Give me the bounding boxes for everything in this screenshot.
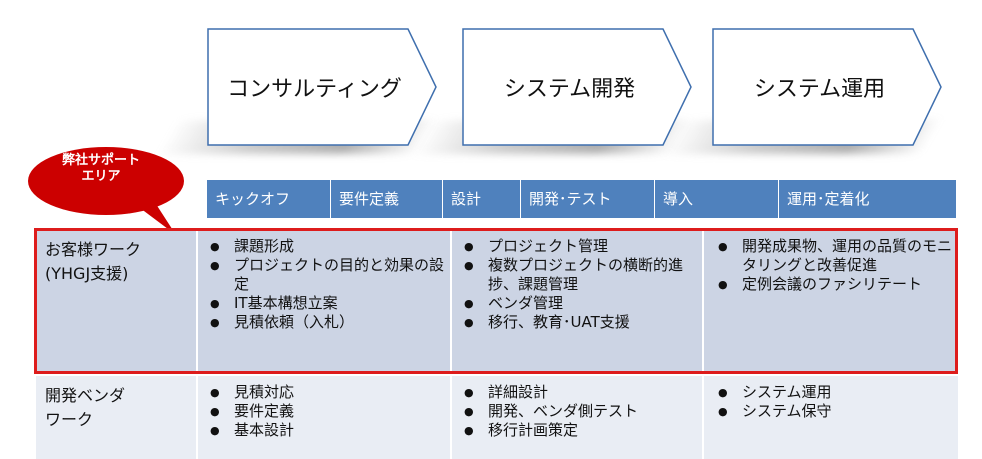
list-item: 基本設計 [208, 421, 450, 440]
customer-work-row: お客様ワーク (YHGJ支援) 課題形成 プロジェクトの目的と効果の設定 IT基… [36, 230, 958, 374]
timeline-design: 設計 [443, 180, 521, 218]
list-item: 定例会議のファシリテート [716, 275, 958, 294]
row-label-line-2: ワーク [45, 410, 94, 429]
phase-arrow-operation: システム運用 [662, 28, 952, 154]
list-item: 開発、ベンダ側テスト [462, 402, 702, 421]
list-item: 移行、教育･UAT支援 [462, 313, 702, 332]
phase-label: システム開発 [503, 77, 636, 102]
chevron-arrow-icon [207, 28, 437, 146]
callout-line-2: エリア [81, 169, 121, 184]
timeline-bar: キックオフ 要件定義 設計 開発･テスト 導入 運用･定着化 [207, 180, 956, 218]
list-item: 要件定義 [208, 402, 450, 421]
row-label-line-2: (YHGJ支援) [45, 264, 129, 283]
operation-tasks: 開発成果物、運用の品質のモニタリングと改善促進 定例会議のファシリテート [704, 230, 958, 374]
list-item: システム運用 [716, 383, 958, 402]
timeline-operation: 運用･定着化 [787, 190, 870, 208]
phase-label: システム運用 [753, 77, 886, 102]
development-tasks: 詳細設計 開発、ベンダ側テスト 移行計画策定 [452, 376, 704, 459]
chevron-arrow-icon [712, 28, 942, 146]
list-item: 見積依頼（入札） [208, 313, 450, 332]
chevron-arrow-icon [462, 28, 692, 146]
list-item: 見積対応 [208, 383, 450, 402]
row-label: 開発ベンダ ワーク [36, 376, 198, 459]
row-label-line-1: お客様ワーク [45, 240, 142, 259]
callout-text: 弊社サポート エリア [26, 153, 176, 185]
operation-tasks: システム運用 システム保守 [704, 376, 958, 459]
support-area-callout [28, 147, 184, 235]
callout-line-1: 弊社サポート [61, 153, 140, 168]
consulting-tasks: 課題形成 プロジェクトの目的と効果の設定 IT基本構想立案 見積依頼（入札） [198, 230, 452, 374]
vendor-work-row: 開発ベンダ ワーク 見積対応 要件定義 基本設計 詳細設計 開発、ベンダ側テスト… [36, 376, 958, 459]
development-tasks: プロジェクト管理 複数プロジェクトの横断的進捗、課題管理 ベンダ管理 移行、教育… [452, 230, 704, 374]
consulting-tasks: 見積対応 要件定義 基本設計 [198, 376, 452, 459]
list-item: ベンダ管理 [462, 294, 702, 313]
list-item: IT基本構想立案 [208, 294, 450, 313]
phase-arrow-development: システム開発 [412, 28, 702, 154]
list-item: プロジェクト管理 [462, 237, 702, 256]
phase-arrow-consulting: コンサルティング [157, 28, 447, 154]
list-item: 詳細設計 [462, 383, 702, 402]
list-item: プロジェクトの目的と効果の設定 [208, 256, 450, 294]
timeline-dev-test: 開発･テスト [521, 180, 655, 218]
row-label-line-1: 開発ベンダ [45, 386, 126, 405]
timeline-deploy: 導入 [655, 180, 779, 218]
list-item: 開発成果物、運用の品質のモニタリングと改善促進 [716, 237, 958, 275]
phase-label: コンサルティング [227, 77, 402, 102]
timeline-requirements: 要件定義 [331, 180, 443, 218]
timeline-kickoff: キックオフ [207, 180, 331, 218]
list-item: 移行計画策定 [462, 421, 702, 440]
list-item: 課題形成 [208, 237, 450, 256]
list-item: システム保守 [716, 402, 958, 421]
list-item: 複数プロジェクトの横断的進捗、課題管理 [462, 256, 702, 294]
row-label: お客様ワーク (YHGJ支援) [36, 230, 198, 374]
